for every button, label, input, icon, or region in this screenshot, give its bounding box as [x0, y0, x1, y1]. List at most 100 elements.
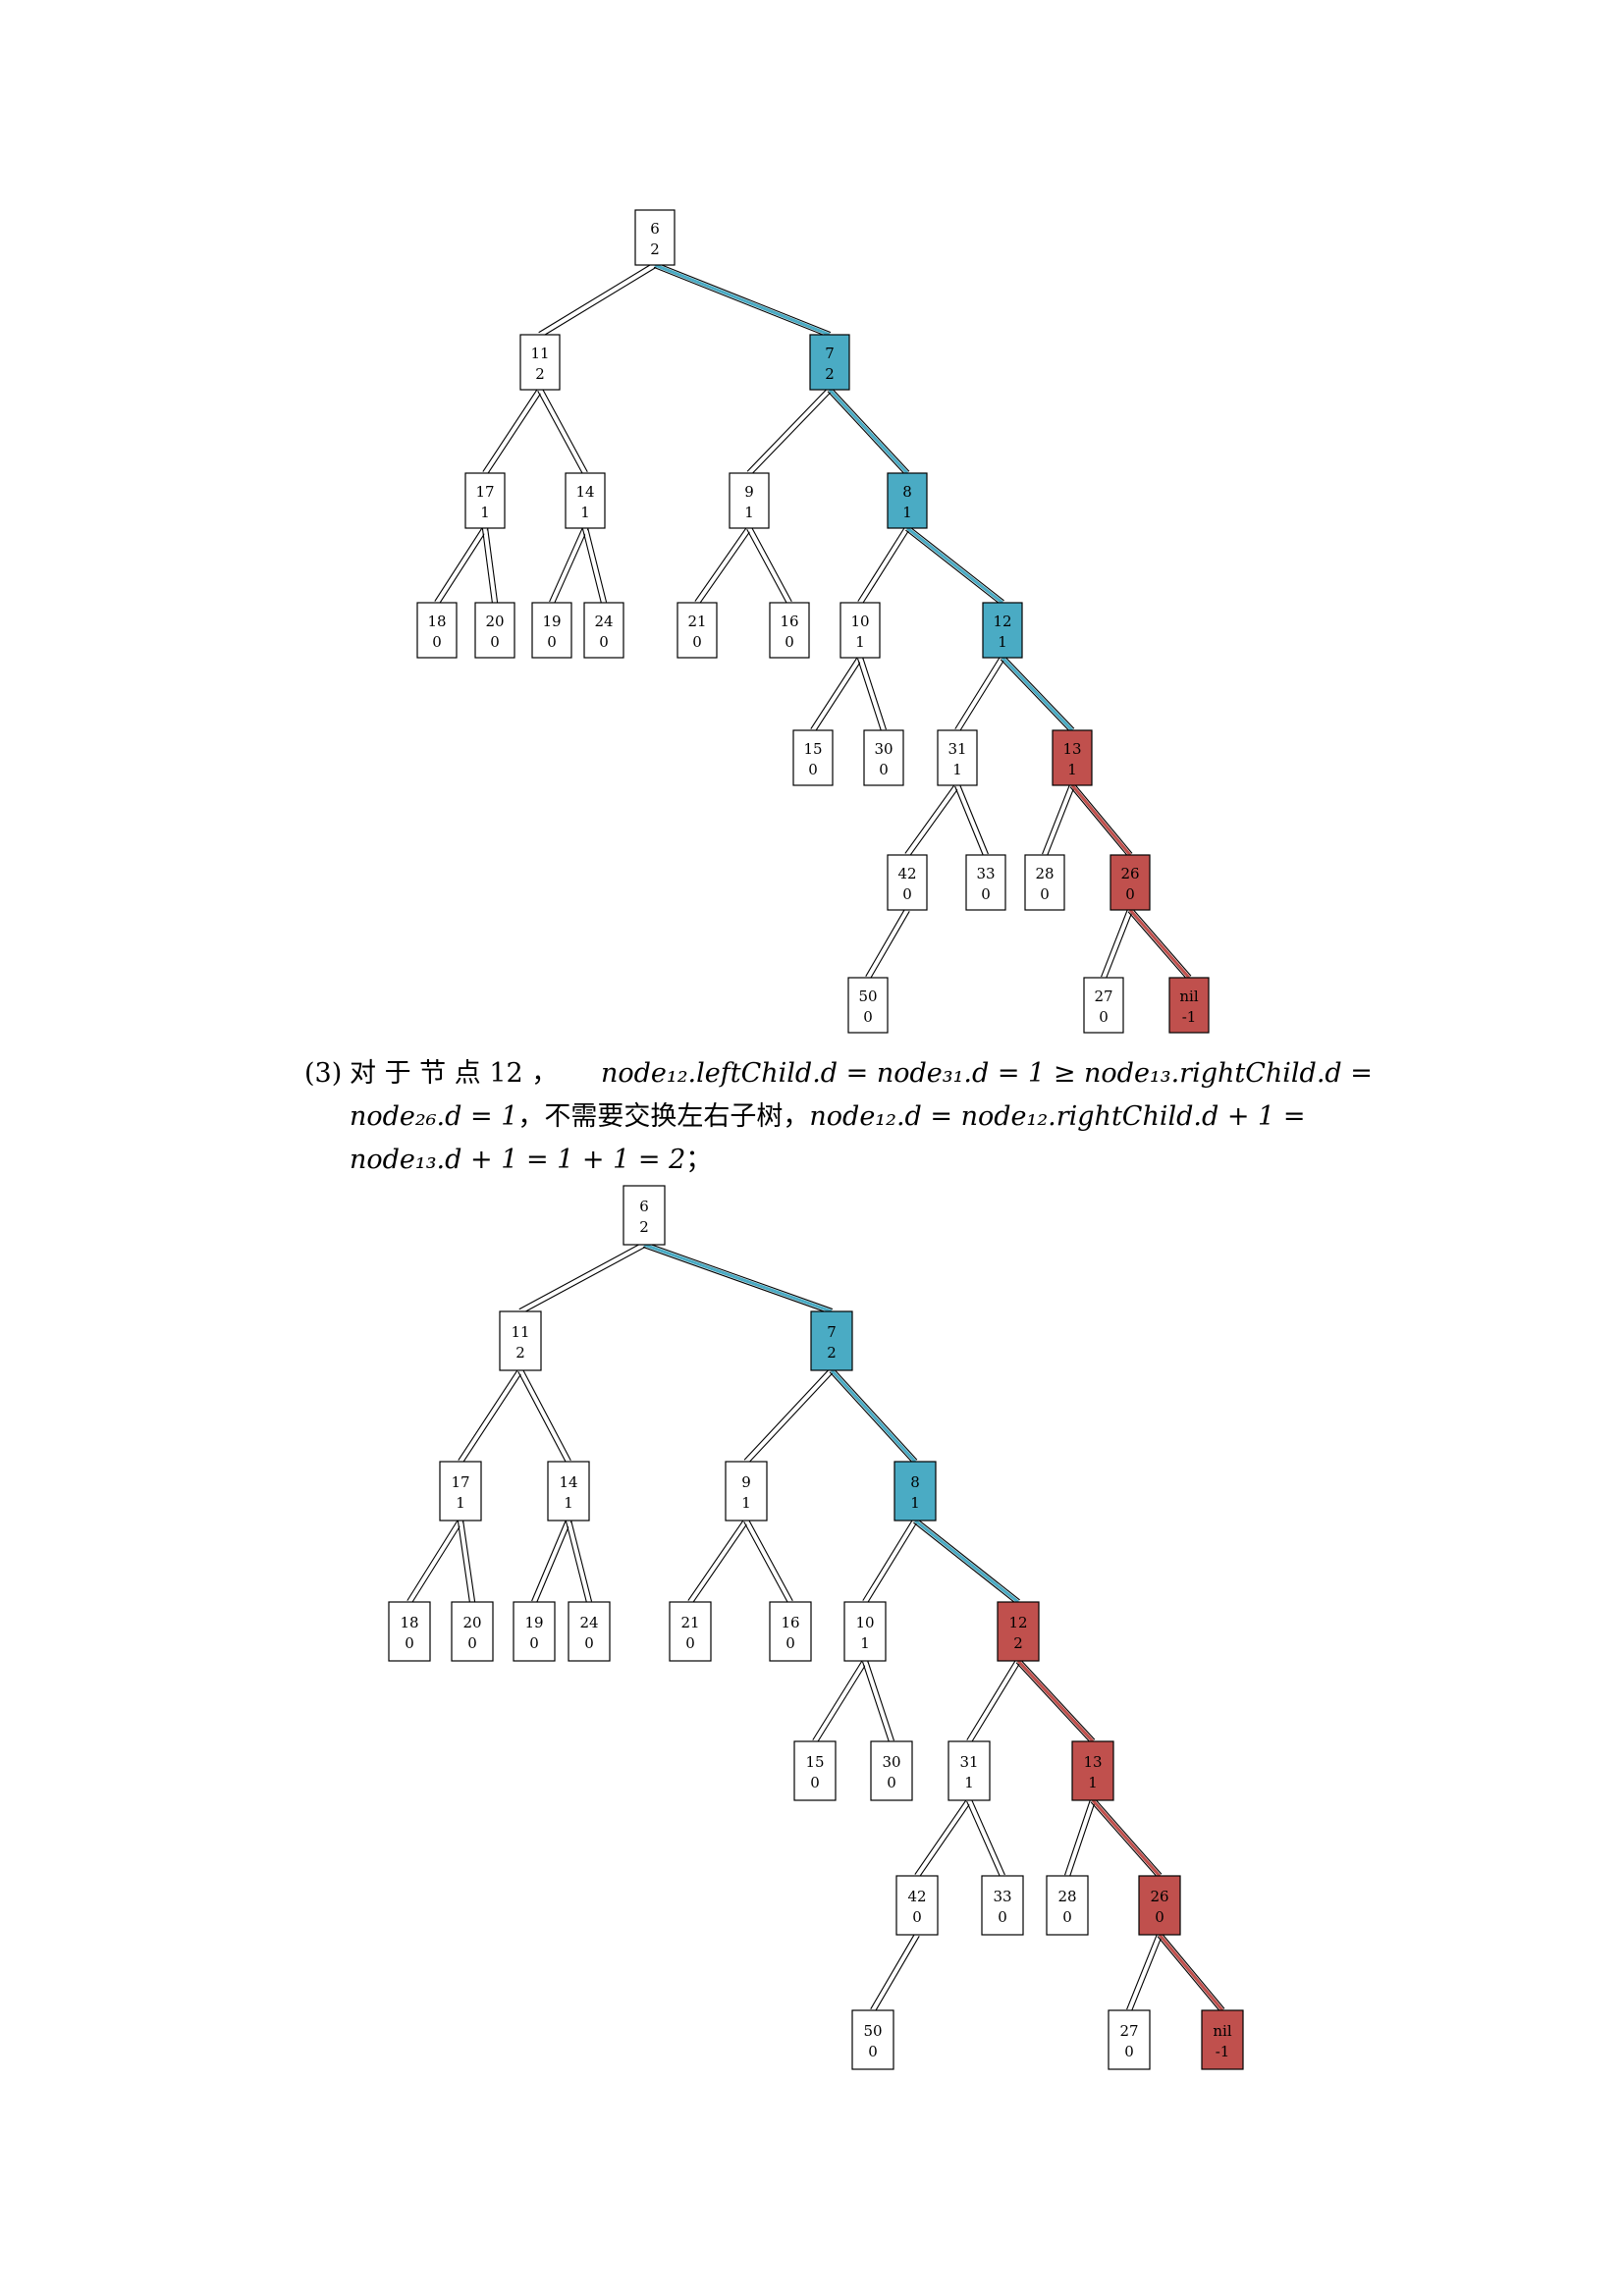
node-box [1201, 2009, 1244, 2070]
node-box [947, 1740, 991, 1801]
node-distance: 1 [480, 504, 490, 521]
tree-node-n24: 240 [583, 602, 624, 659]
node-distance: 1 [910, 1494, 920, 1512]
tree-edge-n9-n21 [687, 1519, 749, 1604]
tree-node-n15: 150 [792, 729, 834, 786]
node-box [1071, 1740, 1114, 1801]
node-distance: 1 [902, 504, 912, 521]
node-distance: 2 [650, 240, 660, 258]
node-key: nil [1179, 988, 1198, 1005]
tree-edge-n14-n19 [531, 1519, 571, 1604]
tree-edge-n7-n9 [743, 1367, 835, 1465]
node-distance: 1 [860, 1634, 870, 1652]
tree-node-n13: 131 [1071, 1740, 1114, 1801]
tree-node-n10: 101 [843, 1601, 887, 1662]
tree-node-n12: 122 [997, 1601, 1040, 1662]
tree-node-n9: 91 [729, 472, 770, 529]
node-key: 15 [803, 740, 822, 758]
node-distance: 2 [639, 1218, 649, 1236]
node-box [887, 472, 928, 529]
node-distance: 0 [887, 1774, 896, 1791]
node-distance: 1 [580, 504, 590, 521]
tree-node-n21: 210 [669, 1601, 712, 1662]
tree-node-n24: 240 [568, 1601, 611, 1662]
tree-node-n6: 62 [634, 209, 676, 266]
node-box [464, 472, 506, 529]
node-distance: 0 [547, 633, 557, 651]
node-box [981, 1875, 1024, 1936]
tree-edge-n10-n30 [857, 657, 887, 731]
node-distance: 0 [584, 1634, 594, 1652]
node-key: 13 [1083, 1753, 1102, 1771]
node-distance: 0 [1062, 1908, 1072, 1926]
node-distance: 1 [952, 761, 962, 778]
node-distance: 1 [855, 633, 865, 651]
node-key: 33 [993, 1888, 1011, 1905]
tree-node-n27: 270 [1083, 977, 1124, 1034]
node-key: 50 [858, 988, 877, 1005]
formula-segment: node₁₂.leftChild.d = node₃₁.d = 1 ≥ node… [601, 1058, 1373, 1089]
tree-node-n7: 72 [809, 334, 850, 391]
node-box [1108, 2009, 1151, 2070]
tree-edge-n10-n30 [862, 1660, 894, 1742]
tree-node-n33: 330 [965, 854, 1006, 911]
nodes: 6211272171141918118020019024021016010112… [416, 209, 1210, 1034]
node-box [839, 602, 881, 659]
node-distance: 2 [535, 365, 545, 383]
tree-node-n18: 180 [388, 1601, 431, 1662]
tree-edge-n6-n7 [653, 262, 832, 338]
tree-edge-n8-n10 [862, 1519, 918, 1604]
node-distance: 0 [1124, 2043, 1134, 2060]
node-distance: 0 [432, 633, 442, 651]
tree-node-n31: 311 [947, 1740, 991, 1801]
node-distance: 2 [825, 365, 835, 383]
tree-edge-n26-n27 [1101, 908, 1133, 980]
node-distance: 1 [456, 1494, 465, 1512]
node-key: 17 [451, 1473, 469, 1491]
node-box [416, 602, 458, 659]
tree-node-n50: 500 [847, 977, 889, 1034]
node-key: 30 [874, 740, 893, 758]
tree-node-n42: 420 [887, 854, 928, 911]
edges [406, 1242, 1225, 2013]
node-key: 21 [687, 613, 706, 630]
tree-node-n11: 112 [499, 1310, 542, 1371]
formula-segment: node₂₆.d = 1 [350, 1101, 518, 1132]
tree-node-n27: 270 [1108, 2009, 1151, 2070]
node-box [997, 1601, 1040, 1662]
tree-edge-n14-n19 [549, 526, 588, 605]
node-distance: 0 [1099, 1008, 1109, 1026]
tree-node-n7: 72 [810, 1310, 853, 1371]
node-distance: 1 [964, 1774, 974, 1791]
node-box [769, 1601, 812, 1662]
tree-node-n16: 160 [769, 602, 810, 659]
node-distance: 0 [529, 1634, 539, 1652]
node-distance: 0 [785, 633, 794, 651]
node-distance: -1 [1182, 1008, 1197, 1026]
node-key: 33 [976, 865, 995, 882]
node-key: 16 [780, 613, 798, 630]
node-box [1024, 854, 1065, 911]
tree-edge-n17-n20 [457, 1520, 476, 1603]
tree-node-n20: 200 [474, 602, 515, 659]
node-key: 6 [639, 1198, 649, 1215]
tree-node-n20: 200 [451, 1601, 494, 1662]
tree-edge-n42-n50 [870, 1933, 920, 2012]
node-box [519, 334, 561, 391]
tree-edge-n7-n9 [746, 387, 833, 476]
node-box [1046, 1875, 1089, 1936]
node-key: 21 [680, 1614, 699, 1631]
node-key: 20 [462, 1614, 481, 1631]
node-key: 13 [1062, 740, 1081, 758]
tree-node-n30: 300 [863, 729, 904, 786]
node-key: 42 [897, 865, 916, 882]
tree-edge-n26-nnil [1157, 1932, 1225, 2013]
node-key: 42 [907, 1888, 926, 1905]
node-distance: 0 [692, 633, 702, 651]
tree-edge-n14-n24 [565, 1520, 593, 1603]
node-box [1110, 854, 1151, 911]
node-distance: 0 [405, 1634, 414, 1652]
node-key: 11 [530, 345, 549, 362]
node-key: 26 [1120, 865, 1139, 882]
node-key: 31 [947, 740, 966, 758]
